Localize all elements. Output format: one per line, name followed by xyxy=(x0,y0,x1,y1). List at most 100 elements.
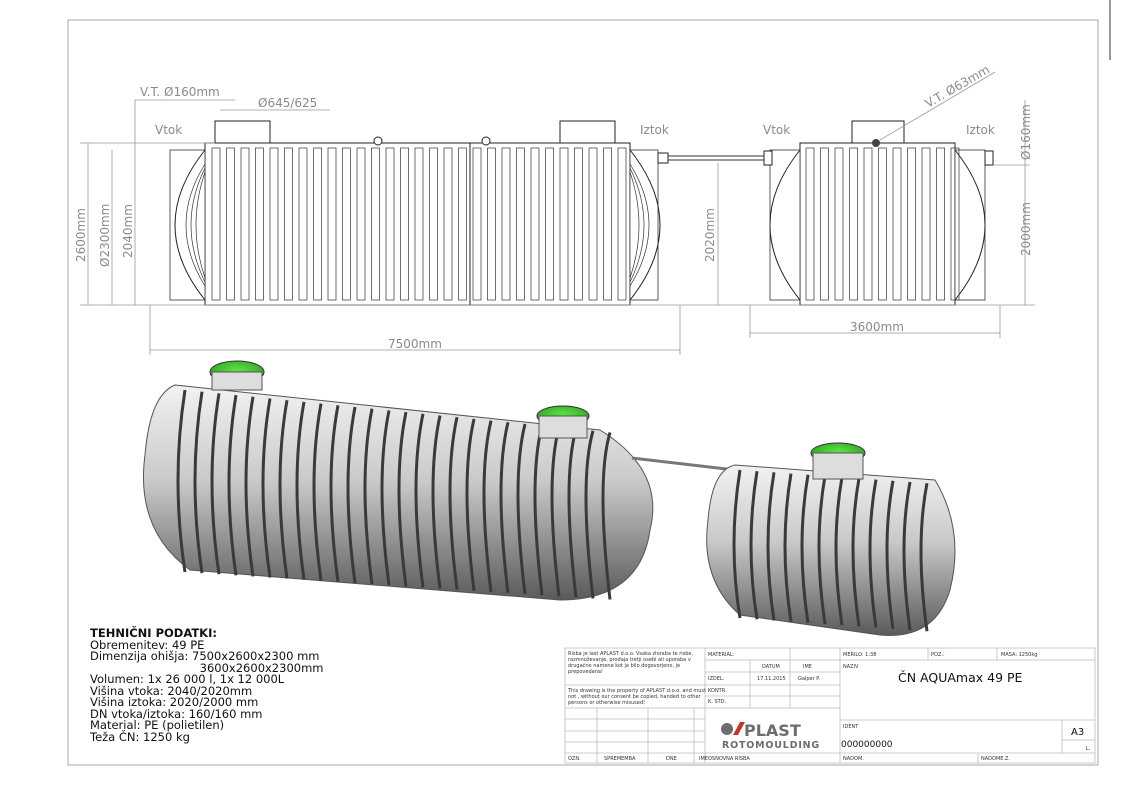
rib xyxy=(414,413,425,588)
rib xyxy=(533,425,544,596)
rib xyxy=(211,147,221,301)
title-block-text: MATERIAL: xyxy=(708,652,735,658)
spec-line: Material: PE (polietilen) xyxy=(90,718,225,732)
rib xyxy=(950,147,960,301)
title-block-text: OZN. xyxy=(568,756,581,762)
rib xyxy=(559,147,569,301)
rib xyxy=(363,408,374,585)
rib xyxy=(240,147,250,301)
spec-line: Višina vtoka: 2040/2020mm xyxy=(90,683,253,698)
spec-line: DN vtoka/iztoka: 160/160 mm xyxy=(90,706,263,721)
manhole-lid xyxy=(559,120,616,144)
rib xyxy=(327,147,337,301)
big-tank-elevation xyxy=(169,120,975,306)
dim-diameter: Ø2300mm xyxy=(98,204,112,267)
rib xyxy=(878,147,887,301)
rib xyxy=(499,421,510,594)
title-block-text: POZ.: xyxy=(931,652,945,658)
spec-line: Dimenzija ohišja: 7500x2600x2300 mm xyxy=(90,649,320,663)
title-block-text: 17.11.2015 xyxy=(757,676,786,682)
title-block-text: IME xyxy=(699,756,708,762)
title-block-text: razmnoževanje, prodaja tretji osebi ali … xyxy=(568,656,691,663)
sheet-border xyxy=(67,19,1099,766)
title-block-text: IDENT xyxy=(843,724,859,730)
ident-number: 000000000 xyxy=(841,740,893,750)
rib xyxy=(936,147,945,301)
dim-height: 2600mm xyxy=(74,208,88,262)
dim-length-big: 7500mm xyxy=(388,337,442,351)
paper-format: A3 xyxy=(1071,727,1084,738)
title-block-text: Risba je last APLAST d.o.o. Vsaka zlorab… xyxy=(568,651,694,657)
technical-specs: TEHNIČNI PODATKI: Obremenitev: 49 PE Dim… xyxy=(90,626,324,744)
dim-inlet-height: 2040mm xyxy=(121,204,135,258)
rib xyxy=(817,475,827,625)
rib xyxy=(472,147,482,301)
title-block-text: SPREMEMBA xyxy=(604,756,636,762)
rib xyxy=(448,416,459,590)
rib xyxy=(176,389,187,573)
dimension-lines xyxy=(80,71,1035,355)
title-block-text: IME xyxy=(803,664,812,670)
rib xyxy=(629,163,650,287)
dim-pipe: Ø160mm xyxy=(1019,104,1033,160)
rib xyxy=(919,482,929,632)
title-block-text: KONTR. xyxy=(708,688,727,694)
rib xyxy=(185,163,206,287)
rib xyxy=(226,147,235,301)
specs-title: TEHNIČNI PODATKI: xyxy=(90,626,217,640)
rib xyxy=(190,167,206,283)
title-block-text: not , without our consent be copied, han… xyxy=(568,694,702,700)
rib xyxy=(530,147,540,301)
rib xyxy=(380,410,391,586)
rib xyxy=(921,147,931,301)
title-block-text: NAZIV xyxy=(843,664,859,670)
rib xyxy=(783,473,793,622)
rib xyxy=(617,147,627,301)
title-block-text: persons or otherwise misused! xyxy=(568,700,645,706)
rib xyxy=(261,398,272,578)
rib xyxy=(766,472,776,621)
rib xyxy=(834,476,844,626)
rib xyxy=(346,406,357,584)
rib xyxy=(210,393,221,575)
svg-text:PLAST: PLAST xyxy=(744,721,801,740)
rib xyxy=(516,147,525,301)
rib xyxy=(487,147,496,301)
aplast-logo: PLAST ROTOMOULDING xyxy=(721,721,819,751)
title-block-text: This drawing is the property of APLAST d… xyxy=(567,688,706,694)
rib xyxy=(356,147,366,301)
rib xyxy=(601,432,612,600)
small-tank-elevation xyxy=(763,120,994,306)
rib xyxy=(851,478,861,627)
title-block-text: MERILO: 1:38 xyxy=(843,652,876,658)
rib xyxy=(255,147,264,301)
rib xyxy=(603,147,612,301)
rib xyxy=(584,430,595,599)
spec-line: Obremenitev: 49 PE xyxy=(90,637,205,652)
spec-line: 3600x2600x2300mm xyxy=(90,660,324,675)
spec-line: Višina iztoka: 2020/2000 mm xyxy=(90,695,259,709)
rib xyxy=(329,405,340,583)
rib xyxy=(907,147,916,301)
big-tank-render xyxy=(142,360,654,601)
rib xyxy=(295,401,306,580)
title-block-text: DNE xyxy=(666,756,677,762)
rib xyxy=(550,427,561,597)
rib xyxy=(431,415,442,589)
rib xyxy=(749,470,759,620)
rib xyxy=(443,147,453,301)
spec-line: Teža ČN: 1250 kg xyxy=(90,729,190,744)
label-vtok: Vtok xyxy=(155,123,182,137)
rib xyxy=(588,147,598,301)
rib xyxy=(195,171,206,279)
drawing-title: ČN AQUAmax 49 PE xyxy=(898,670,1023,685)
rib xyxy=(244,396,255,577)
spec-line: Volumen: 1x 26 000 l, 1x 12 000L xyxy=(90,672,285,686)
rib xyxy=(629,171,640,279)
dim-length-small: 3600mm xyxy=(850,320,904,334)
rib xyxy=(458,147,467,301)
rib xyxy=(800,474,810,624)
rib xyxy=(269,147,279,301)
label-iztok: Iztok xyxy=(640,123,669,137)
